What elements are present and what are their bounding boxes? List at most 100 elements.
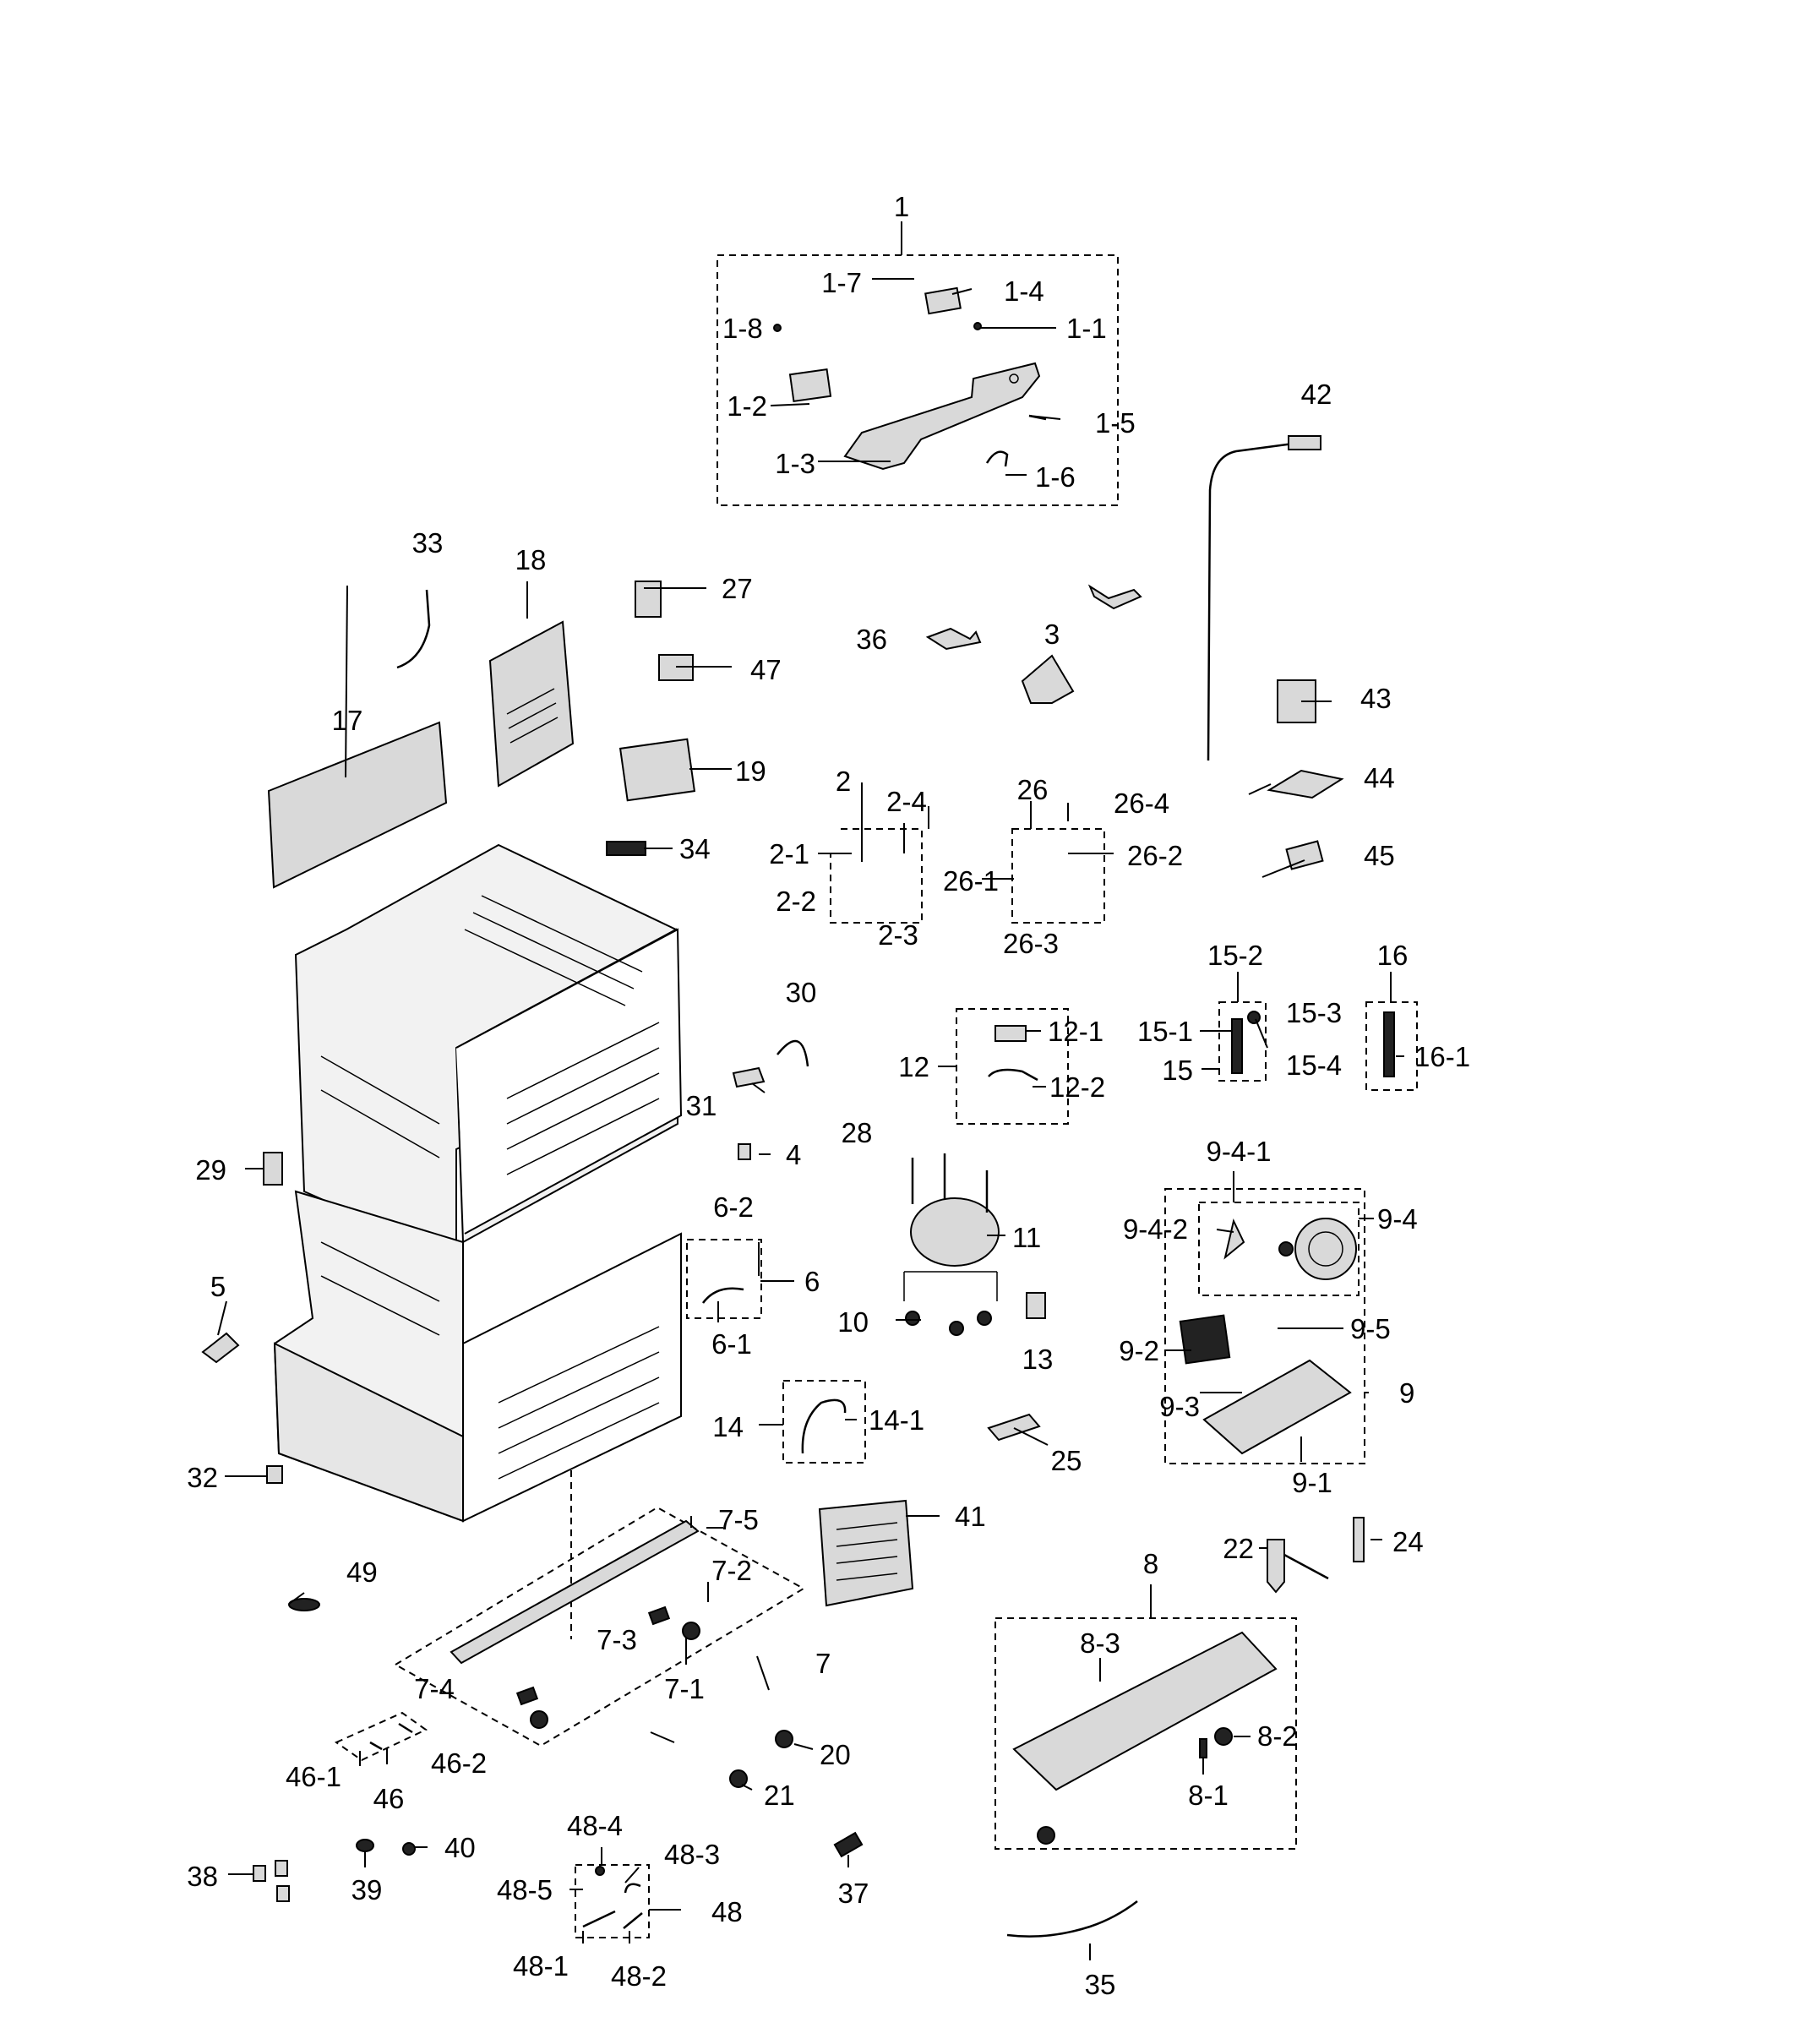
group-box-26 bbox=[1011, 828, 1105, 924]
label-44: 44 bbox=[1364, 762, 1395, 793]
cabinet-ribs bbox=[320, 895, 660, 1480]
label-2-3: 2-3 bbox=[878, 919, 918, 951]
part-49 bbox=[288, 1598, 320, 1611]
label-26-4: 26-4 bbox=[1114, 788, 1169, 819]
group-box-9-4 bbox=[1198, 1202, 1360, 1296]
cabinet bbox=[273, 843, 683, 1639]
part-24 bbox=[1353, 1517, 1365, 1562]
label-9-4: 9-4 bbox=[1377, 1203, 1418, 1235]
part-13 bbox=[1026, 1292, 1046, 1319]
label-1-4: 1-4 bbox=[1004, 275, 1044, 307]
label-7-4: 7-4 bbox=[414, 1673, 455, 1704]
label-38: 38 bbox=[187, 1861, 218, 1892]
label-7-3: 7-3 bbox=[597, 1624, 637, 1655]
part-28-bolts bbox=[911, 1153, 989, 1213]
label-41: 41 bbox=[955, 1501, 986, 1532]
label-7: 7 bbox=[815, 1648, 831, 1679]
group-box-6 bbox=[686, 1239, 762, 1319]
label-8-2: 8-2 bbox=[1257, 1720, 1298, 1752]
label-48-2: 48-2 bbox=[611, 1960, 667, 1992]
part-38 bbox=[253, 1860, 290, 1902]
part-30-wire bbox=[776, 1039, 809, 1067]
label-6-2: 6-2 bbox=[713, 1191, 754, 1223]
part-36 bbox=[925, 627, 982, 651]
label-10: 10 bbox=[837, 1306, 869, 1338]
part-40 bbox=[402, 1842, 416, 1856]
label-2-2: 2-2 bbox=[776, 886, 816, 917]
label-32: 32 bbox=[187, 1462, 218, 1493]
label-16: 16 bbox=[1377, 940, 1409, 971]
part-46-1 bbox=[369, 1741, 383, 1751]
label-24: 24 bbox=[1392, 1526, 1424, 1557]
part-8-bolt bbox=[1037, 1826, 1055, 1845]
part-42-head bbox=[1288, 435, 1321, 450]
label-31: 31 bbox=[686, 1090, 717, 1121]
label-36: 36 bbox=[856, 624, 887, 655]
label-1-2: 1-2 bbox=[727, 390, 767, 422]
label-15-3: 15-3 bbox=[1286, 997, 1342, 1028]
label-30: 30 bbox=[786, 977, 817, 1008]
label-46-2: 46-2 bbox=[431, 1747, 487, 1779]
label-4: 4 bbox=[786, 1139, 801, 1170]
label-42: 42 bbox=[1301, 379, 1332, 410]
label-1-1: 1-1 bbox=[1066, 313, 1107, 344]
part-37 bbox=[833, 1831, 864, 1858]
part-12-2 bbox=[988, 1068, 1038, 1082]
label-9-5: 9-5 bbox=[1350, 1313, 1391, 1344]
part-18-panel bbox=[488, 620, 575, 788]
label-27: 27 bbox=[722, 573, 753, 604]
part-1-bracket bbox=[843, 362, 1041, 471]
label-48: 48 bbox=[711, 1896, 743, 1927]
label-26-2: 26-2 bbox=[1127, 840, 1183, 871]
label-1-3: 1-3 bbox=[775, 448, 815, 479]
part-36-b bbox=[1087, 584, 1142, 610]
label-49: 49 bbox=[346, 1556, 378, 1588]
label-20: 20 bbox=[820, 1739, 851, 1770]
label-46-1: 46-1 bbox=[286, 1761, 341, 1792]
part-11-compressor bbox=[903, 1197, 1000, 1301]
part-9-4-fan bbox=[1223, 1218, 1357, 1280]
label-28: 28 bbox=[842, 1117, 873, 1148]
label-47: 47 bbox=[750, 654, 782, 685]
label-1: 1 bbox=[894, 191, 909, 222]
group-box-7 bbox=[394, 1506, 806, 1747]
part-35-wire bbox=[1006, 1900, 1138, 1938]
label-26-1: 26-1 bbox=[943, 865, 999, 897]
part-1-8 bbox=[773, 324, 782, 332]
label-8: 8 bbox=[1143, 1548, 1158, 1579]
label-26: 26 bbox=[1017, 774, 1049, 805]
part-48-2 bbox=[623, 1912, 643, 1929]
part-19-board bbox=[618, 738, 696, 802]
part-9-1 bbox=[1202, 1359, 1352, 1455]
label-1-6: 1-6 bbox=[1035, 461, 1076, 493]
part-45 bbox=[1285, 840, 1324, 870]
label-2: 2 bbox=[836, 766, 851, 797]
part-15-3 bbox=[1247, 1011, 1261, 1024]
group-box-15 bbox=[1218, 1001, 1267, 1082]
part-1-1 bbox=[973, 322, 982, 330]
part-44 bbox=[1267, 769, 1344, 799]
label-43: 43 bbox=[1360, 683, 1392, 714]
part-39 bbox=[356, 1839, 374, 1852]
part-34 bbox=[606, 841, 646, 856]
part-8-3-panel bbox=[1012, 1631, 1278, 1791]
label-45: 45 bbox=[1364, 840, 1395, 871]
part-7-5-rail bbox=[450, 1519, 700, 1665]
label-14-1: 14-1 bbox=[869, 1404, 924, 1436]
label-15-4: 15-4 bbox=[1286, 1049, 1342, 1081]
label-18: 18 bbox=[515, 544, 547, 575]
label-48-4: 48-4 bbox=[567, 1810, 623, 1841]
part-21 bbox=[729, 1769, 748, 1788]
group-box-48 bbox=[575, 1864, 650, 1938]
label-33: 33 bbox=[412, 527, 444, 559]
callout-labels: 1 1-1 1-2 1-3 1-4 1-5 1-6 1-7 1-8 2 2-1 … bbox=[187, 191, 1470, 2000]
part-14-1 bbox=[801, 1398, 847, 1454]
label-15: 15 bbox=[1162, 1055, 1193, 1086]
label-14: 14 bbox=[712, 1411, 744, 1442]
part-48-1 bbox=[582, 1910, 616, 1928]
label-1-5: 1-5 bbox=[1095, 407, 1136, 439]
label-6-1: 6-1 bbox=[711, 1328, 752, 1360]
label-6: 6 bbox=[804, 1266, 820, 1297]
label-7-2: 7-2 bbox=[711, 1555, 752, 1586]
